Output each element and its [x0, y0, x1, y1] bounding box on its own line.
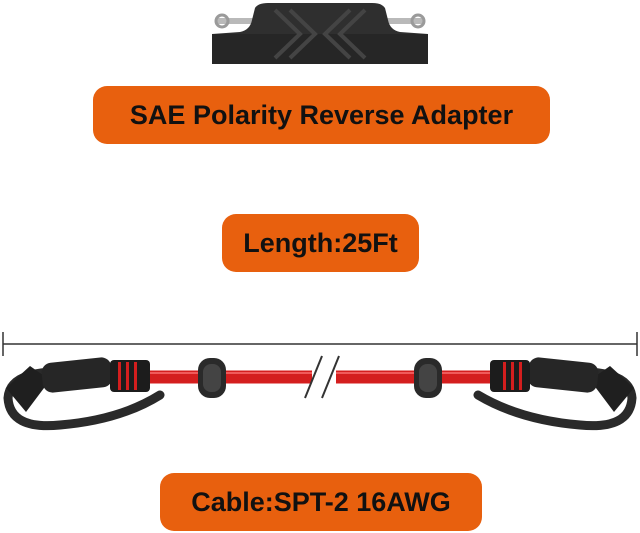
dimension-line-icon: [2, 332, 638, 356]
adapter-label: SAE Polarity Reverse Adapter: [93, 86, 550, 144]
sae-adapter-icon: [212, 3, 428, 64]
cable-label: Cable:SPT-2 16AWG: [160, 473, 482, 531]
length-label: Length:25Ft: [222, 214, 419, 272]
sae-extension-cable-icon: [3, 355, 637, 431]
